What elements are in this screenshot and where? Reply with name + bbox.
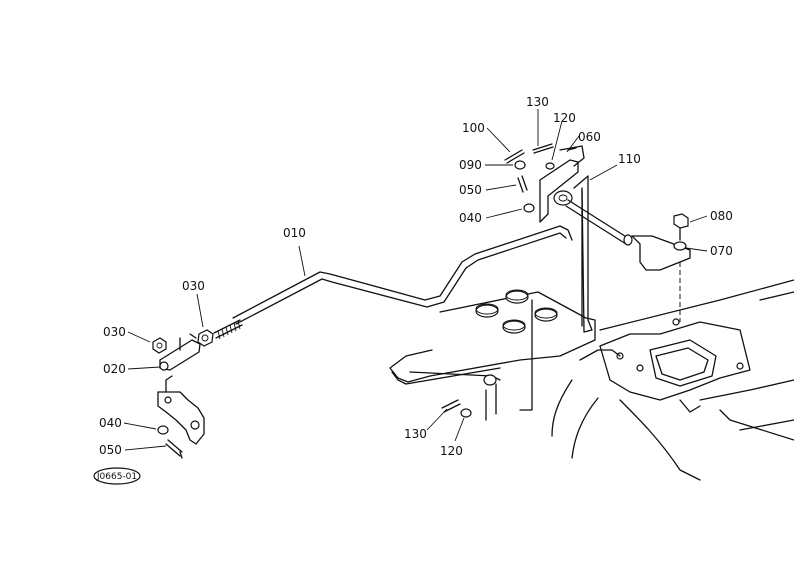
bracket-070 (631, 213, 691, 322)
callout-130-upper: 130 (526, 95, 549, 109)
callout-030-left: 030 (103, 325, 126, 339)
callout-050-right: 050 (459, 183, 482, 197)
pin-050-right (517, 175, 528, 193)
lever-110 (573, 175, 593, 333)
drawing-ref-badge: J0665-01 (93, 467, 141, 485)
callout-120-upper: 120 (553, 111, 576, 125)
floor-hole (475, 304, 499, 318)
callout-130-lower: 130 (404, 427, 427, 441)
callout-010: 010 (283, 226, 306, 240)
callout-080: 080 (710, 209, 733, 223)
floor-hole (505, 290, 529, 304)
callout-030-upper: 030 (182, 279, 205, 293)
pin-130-lower (441, 399, 461, 413)
callout-040-left: 040 (99, 416, 122, 430)
callout-120-lower: 120 (440, 444, 463, 458)
callout-110: 110 (618, 152, 641, 166)
drawing-ref-text: J0665-01 (96, 472, 137, 482)
callout-100: 100 (462, 121, 485, 135)
callout-070: 070 (710, 244, 733, 258)
floor-hole (534, 308, 558, 322)
rod-thread (213, 319, 243, 340)
rod-nut (197, 329, 214, 347)
pin-100 (504, 149, 525, 164)
washer-090 (514, 160, 526, 170)
floor-hole (502, 320, 526, 334)
callout-labels: 010 030 030 020 040 050 130 100 120 060 … (99, 95, 733, 458)
rod-010 (213, 225, 573, 340)
bolt-080 (673, 213, 689, 229)
pin-050-left (165, 439, 183, 459)
callout-060: 060 (578, 130, 601, 144)
leader-lines (123, 109, 708, 451)
housing (551, 279, 794, 481)
callout-020: 020 (103, 362, 126, 376)
callout-050-left: 050 (99, 443, 122, 457)
callout-090: 090 (459, 158, 482, 172)
washer-120-lower (460, 408, 472, 418)
callout-040-right: 040 (459, 211, 482, 225)
floor-plate (389, 289, 596, 421)
washer-040-right (523, 203, 535, 213)
pedal-assembly (504, 143, 633, 333)
pin-130-upper (532, 143, 554, 154)
washer-040-left (157, 425, 169, 435)
nut-030-left (152, 337, 167, 354)
left-clevis-assembly (152, 329, 214, 459)
